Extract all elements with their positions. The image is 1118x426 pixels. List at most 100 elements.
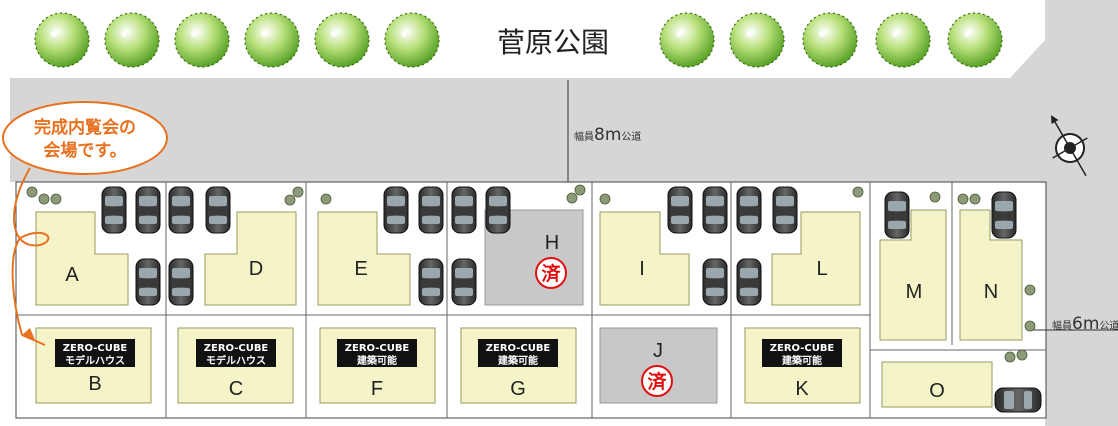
shrub-icon	[284, 194, 296, 206]
svg-text:ZERO-CUBE: ZERO-CUBE	[345, 343, 410, 354]
shrub-icon	[320, 193, 332, 205]
car-icon	[101, 186, 127, 234]
shrub-icon	[1024, 284, 1036, 296]
svg-text:ZERO-CUBE: ZERO-CUBE	[486, 343, 551, 354]
lot-O[interactable]: O	[881, 361, 993, 408]
car-icon	[135, 186, 161, 234]
zero-cube-badge	[337, 339, 417, 367]
side-road-label: 幅員6m公道	[1052, 314, 1118, 334]
lot-F[interactable]: ZERO-CUBE 建築可能 F	[319, 327, 436, 404]
zero-cube-badge	[478, 339, 558, 367]
shrub-icon	[38, 193, 50, 205]
svg-text:モデルハウス: モデルハウス	[206, 354, 266, 367]
svg-text:K: K	[795, 378, 809, 400]
car-icon	[418, 258, 444, 306]
car-icon	[135, 258, 161, 306]
car-icon	[451, 258, 477, 306]
zero-cube-badge	[762, 339, 842, 367]
svg-text:G: G	[510, 378, 526, 400]
tree-icon	[729, 12, 785, 68]
lot-K[interactable]: ZERO-CUBE 建築可能 K	[744, 327, 861, 404]
tree-icon	[104, 12, 160, 68]
zero-cube-badge	[55, 339, 135, 367]
shrub-icon	[1016, 349, 1028, 361]
lot-N[interactable]: N	[959, 209, 1023, 341]
shrub-icon	[929, 191, 941, 203]
svg-text:建築可能: 建築可能	[497, 354, 538, 367]
tree-row-right	[659, 12, 1003, 68]
shrub-icon	[574, 184, 586, 196]
svg-text:ZERO-CUBE: ZERO-CUBE	[63, 343, 128, 354]
shrub-icon	[957, 193, 969, 205]
shrub-icon	[26, 186, 38, 198]
car-icon	[383, 186, 409, 234]
svg-text:C: C	[229, 378, 243, 400]
car-icon	[736, 186, 762, 234]
svg-text:済: 済	[541, 262, 561, 285]
car-icon	[168, 186, 194, 234]
lot-D[interactable]: D	[204, 211, 297, 306]
shrub-icon	[599, 193, 611, 205]
svg-text:モデルハウス: モデルハウス	[65, 354, 125, 367]
car-icon	[205, 186, 231, 234]
shrub-icon	[566, 192, 578, 204]
lot-L[interactable]: L	[771, 211, 861, 306]
car-icon	[451, 186, 477, 234]
car-icon	[736, 258, 762, 306]
svg-text:建築可能: 建築可能	[781, 354, 822, 367]
car-icon	[418, 186, 444, 234]
lot-E[interactable]: E	[317, 211, 411, 306]
shrub-icon	[1004, 351, 1016, 363]
lot-B[interactable]: ZERO-CUBE モデルハウス B	[35, 327, 152, 404]
svg-text:N: N	[984, 281, 998, 303]
tree-icon	[244, 12, 300, 68]
svg-text:建築可能: 建築可能	[356, 354, 397, 367]
zero-cube-badge	[196, 339, 276, 367]
car-icon	[168, 258, 194, 306]
car-icon	[994, 387, 1042, 413]
tree-icon	[314, 12, 370, 68]
svg-text:E: E	[354, 258, 367, 280]
lot-M[interactable]: M	[879, 209, 947, 341]
svg-text:ZERO-CUBE: ZERO-CUBE	[770, 343, 835, 354]
svg-text:会場です。: 会場です。	[43, 140, 126, 161]
shrub-icon	[1024, 320, 1036, 332]
tree-row-left	[34, 12, 440, 68]
open-house-callout: 完成内覧会の 会場です。	[2, 101, 168, 346]
tree-icon	[947, 12, 1003, 68]
svg-text:M: M	[906, 281, 923, 303]
park-name: 菅原公園	[497, 26, 609, 59]
car-icon	[485, 186, 511, 234]
shrub-icon	[50, 193, 62, 205]
svg-text:I: I	[639, 258, 645, 280]
lot-C[interactable]: ZERO-CUBE モデルハウス C	[177, 327, 294, 404]
svg-text:ZERO-CUBE: ZERO-CUBE	[204, 343, 269, 354]
svg-text:D: D	[249, 258, 263, 280]
svg-text:B: B	[88, 373, 101, 395]
shrub-icon	[292, 186, 304, 198]
tree-icon	[659, 12, 715, 68]
car-icon	[772, 186, 798, 234]
svg-text:H: H	[545, 232, 559, 254]
side-road	[1045, 0, 1118, 426]
lot-I[interactable]: I	[599, 211, 690, 306]
tree-icon	[802, 12, 858, 68]
lot-J[interactable]: J 済	[599, 327, 718, 404]
lot-A[interactable]: A	[35, 211, 129, 306]
car-icon	[884, 191, 910, 239]
svg-text:O: O	[929, 380, 945, 402]
svg-text:F: F	[371, 378, 383, 400]
svg-text:済: 済	[647, 370, 667, 393]
compass-icon	[1051, 115, 1088, 177]
tree-icon	[174, 12, 230, 68]
lot-G[interactable]: ZERO-CUBE 建築可能 G	[460, 327, 577, 404]
car-icon	[702, 258, 728, 306]
car-icon	[667, 186, 693, 234]
shrub-icon	[969, 193, 981, 205]
sold-mark	[535, 257, 567, 289]
tree-icon	[875, 12, 931, 68]
svg-text:L: L	[816, 258, 827, 280]
svg-text:J: J	[653, 340, 663, 362]
main-road	[10, 0, 1118, 426]
